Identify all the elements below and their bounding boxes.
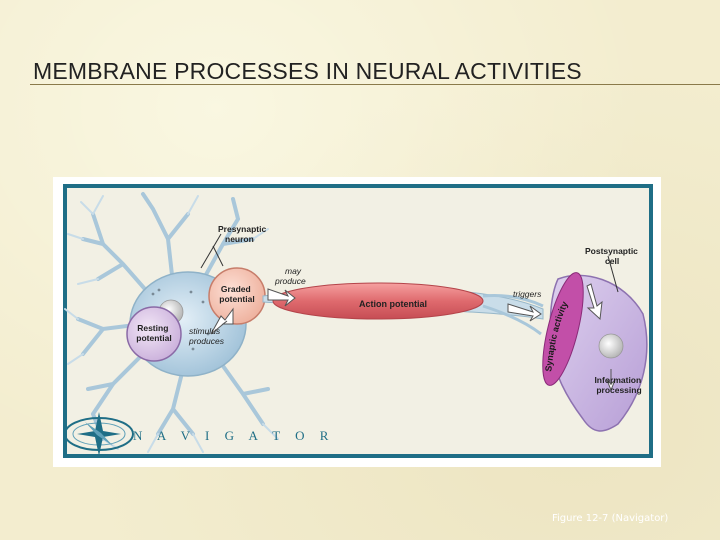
axon-terminals <box>482 294 544 336</box>
stimulus-produces-label: stimulus produces <box>188 326 225 346</box>
postsynaptic-pointer <box>607 255 619 293</box>
postsynaptic-cell-label: Postsynaptic cell <box>585 246 640 266</box>
synaptic-activity-band <box>542 272 584 386</box>
compass-logo-icon <box>64 412 134 456</box>
dendrite-branches <box>76 192 270 441</box>
presynaptic-neuron-label: Presynaptic neuron <box>218 224 269 244</box>
graded-potential-label: Graded potential <box>219 284 254 304</box>
slide-title: MEMBRANE PROCESSES IN NEURAL ACTIVITIES <box>33 58 582 84</box>
postsynaptic-nucleus <box>598 333 624 359</box>
resting-line-2: potential <box>136 333 171 343</box>
arrows <box>210 245 616 392</box>
information-processing-label: Information processing <box>594 375 643 395</box>
presynaptic-pointer <box>200 233 222 269</box>
may-produce-label: may produce <box>274 266 306 286</box>
triggers-label: triggers <box>513 289 542 299</box>
action-potential-label: Action potential <box>359 299 427 309</box>
navigator-wordmark: N A V I G A T O R <box>133 428 334 443</box>
title-underline <box>30 84 720 85</box>
figure-caption: Figure 12-7 (Navigator) <box>552 513 669 524</box>
resting-potential-disk <box>126 306 182 362</box>
resting-potential-label: Resting potential <box>136 323 171 343</box>
action-potential-shape <box>272 282 484 320</box>
neural-activity-diagram: Resting potential Graded potential Actio… <box>64 192 648 456</box>
resting-line-1: Resting <box>137 323 168 333</box>
